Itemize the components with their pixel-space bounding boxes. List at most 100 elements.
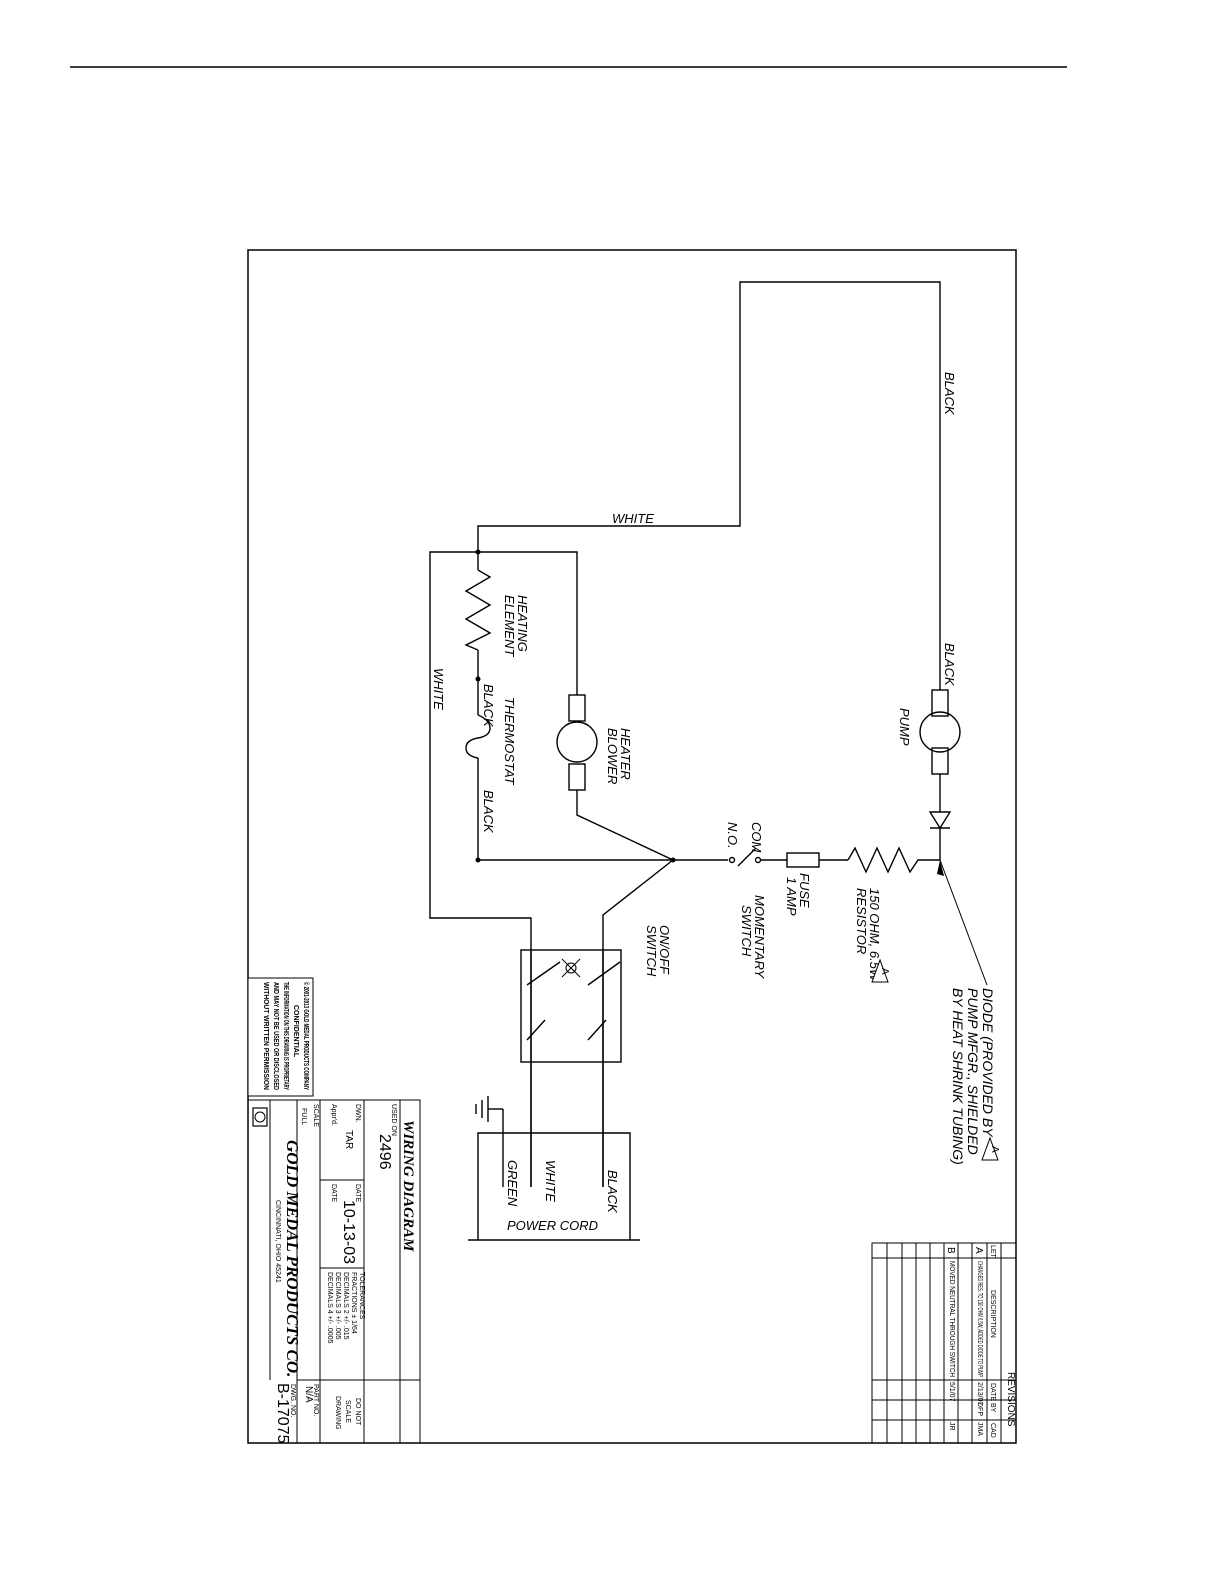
svg-text:DWN.: DWN. [354,1104,361,1123]
svg-text:SCALE: SCALE [344,1400,351,1423]
svg-text:5/1/07: 5/1/07 [948,1382,955,1402]
svg-text:RESISTOR: RESISTOR [854,888,869,954]
svg-text:DECIMALS 2 +/- .015: DECIMALS 2 +/- .015 [342,1272,349,1340]
svg-text:A: A [989,1146,1000,1153]
svg-text:AND MAY NOT BE USED OR DISCLOS: AND MAY NOT BE USED OR DISCLOSED [272,982,279,1090]
drawing-number: B-17075 [274,1383,291,1444]
svg-text:N/A: N/A [303,1386,314,1403]
power-cord-label: POWER CORD [507,1218,598,1233]
svg-text:DFP: DFP [976,1402,983,1416]
svg-text:150 OHM, 6.5W: 150 OHM, 6.5W [867,888,882,983]
junction-dot [475,549,481,555]
svg-text:1 AMP: 1 AMP [784,877,799,916]
svg-text:FULL: FULL [300,1108,307,1125]
svg-text:PUMP MFGR., SHIELDED: PUMP MFGR., SHIELDED [965,988,981,1155]
com-label: COM [749,822,764,853]
title-block: WIRING DIAGRAM USED ON 2496 DWN. TAR DAT… [247,1099,421,1444]
resistor-label: 150 OHM, 6.5W RESISTOR [854,888,882,983]
svg-text:DWG. NO.: DWG. NO. [289,1384,296,1417]
svg-text:Appr'd.: Appr'd. [330,1104,337,1126]
svg-text:A: A [879,968,890,975]
resistor-revision-flag: A [871,958,890,983]
svg-text:JR: JR [948,1422,955,1431]
svg-text:MOMENTARY: MOMENTARY [752,895,767,979]
svg-text:CONFIDENTIAL: CONFIDENTIAL [292,1005,299,1058]
svg-text:2/13/07: 2/13/07 [976,1382,983,1405]
wire-label-thermo-black-1: BLACK [481,684,496,728]
svg-text:DATE: DATE [354,1184,361,1202]
on-off-switch-symbol [520,949,622,1187]
svg-text:CHANGED RES. TO 150 OHM 6.5W;: CHANGED RES. TO 150 OHM 6.5W; ADDED DIOD… [976,1261,983,1377]
fuse-symbol [786,852,820,868]
svg-text:THE INFORMATION ON THIS DRAWIN: THE INFORMATION ON THIS DRAWING IS PROPR… [282,982,289,1090]
title-block-title: WIRING DIAGRAM [400,1120,416,1252]
svg-text:BLOWER: BLOWER [605,728,620,784]
svg-text:DECIMALS 4 +/- .0005: DECIMALS 4 +/- .0005 [326,1272,333,1344]
heater-blower-motor [556,694,598,791]
cord-label-white: WHITE [543,1160,558,1202]
svg-text:USED ON: USED ON [390,1104,397,1136]
svg-text:LET.: LET. [989,1245,996,1259]
no-label: N.O. [725,822,740,849]
copyright-notice: © 2001-2013 GOLD MEDAL PRODUCTS COMPANY … [247,977,314,1097]
svg-text:JMA: JMA [976,1422,983,1436]
pump-label: PUMP [897,708,912,746]
company-logo [252,1107,268,1127]
momentary-switch-symbol [728,847,762,867]
svg-text:DECIMALS 3 +/- .005: DECIMALS 3 +/- .005 [334,1272,341,1340]
wire-label-top-black: BLACK [942,372,957,416]
thermostat-symbol [465,714,491,759]
svg-text:SCALE: SCALE [312,1104,319,1127]
diode-note: DIODE (PROVIDED BY PUMP MFGR., SHIELDED … [950,988,996,1165]
diode-symbol [928,811,988,986]
do-not-scale-note: DO NOT SCALE DRAWING [334,1396,361,1430]
heating-element-label: HEATING ELEMENT [502,595,530,657]
svg-text:CINCINNATI, OHIO 45241: CINCINNATI, OHIO 45241 [274,1200,281,1283]
wire-label-pump-black: BLACK [942,643,957,687]
pump-motor [919,689,961,775]
svg-text:TOLERANCES: TOLERANCES [358,1272,365,1320]
svg-text:ELEMENT: ELEMENT [502,595,517,657]
tolerances-block: TOLERANCES FRACTIONS ± 1/64 DECIMALS 2 +… [326,1272,365,1344]
svg-text:TAR: TAR [343,1130,354,1149]
svg-text:HEATER: HEATER [618,728,633,780]
svg-text:DATE: DATE [989,1383,996,1401]
ground-symbol [475,1096,504,1133]
svg-text:BY: BY [989,1403,996,1413]
junction-dot [475,857,481,863]
drawing-border [247,249,1017,1444]
junction-dot [475,676,481,682]
wire-label-left-white: WHITE [431,668,446,710]
svg-text:WITHOUT WRITTEN PERMISSION: WITHOUT WRITTEN PERMISSION [262,982,269,1090]
svg-text:CAD: CAD [989,1423,996,1438]
svg-text:B: B [945,1247,956,1254]
cord-label-green: GREEN [505,1160,520,1207]
heating-element-symbol [464,569,492,651]
power-cord-box [468,1132,640,1241]
wire-label-thermo-black-2: BLACK [481,790,496,834]
svg-text:FUSE: FUSE [797,873,812,908]
svg-text:REVISIONS: REVISIONS [1005,1372,1016,1427]
cord-label-black: BLACK [605,1170,620,1214]
junction-dot [670,857,676,863]
svg-text:BY HEAT SHRINK TUBING): BY HEAT SHRINK TUBING) [950,988,966,1165]
svg-text:PART NO.: PART NO. [312,1384,319,1416]
svg-text:HEATING: HEATING [515,595,530,652]
svg-text:MOVED NEUTRAL THROUGH SWITCH: MOVED NEUTRAL THROUGH SWITCH [948,1261,955,1377]
svg-text:DESCRIPTION: DESCRIPTION [989,1290,996,1338]
on-off-switch-label: ON/OFF SWITCH [644,925,672,977]
heater-blower-label: HEATER BLOWER [605,728,633,784]
svg-text:SWITCH: SWITCH [739,905,754,957]
svg-text:A: A [973,1247,984,1254]
fuse-label: FUSE 1 AMP [784,873,812,916]
svg-text:DIODE (PROVIDED BY: DIODE (PROVIDED BY [980,988,996,1138]
svg-text:10-13-03: 10-13-03 [340,1200,357,1264]
svg-text:2496: 2496 [376,1134,393,1170]
svg-text:DO NOT: DO NOT [354,1398,361,1426]
wire-label-top-white: WHITE [612,511,654,526]
company-name: GOLD MEDAL PRODUCTS CO. [283,1140,302,1377]
thermostat-label: THERMOSTAT [502,697,517,786]
diode-revision-flag: A [981,1136,1000,1161]
momentary-switch-label: MOMENTARY SWITCH [739,895,767,979]
